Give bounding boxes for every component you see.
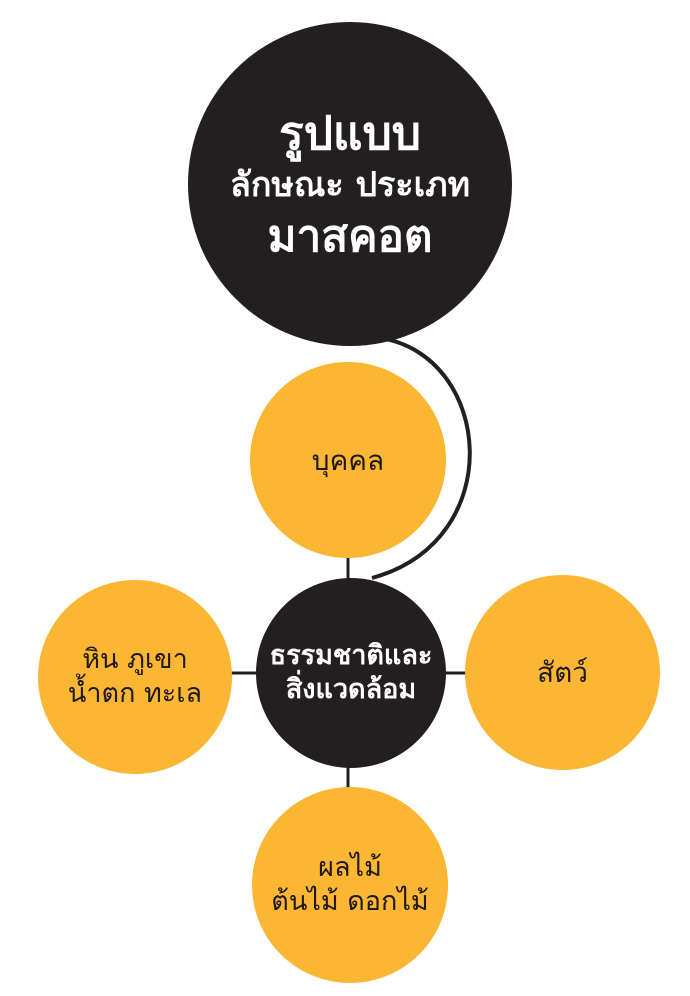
node-person: บุคคล [250, 362, 446, 558]
node-animal-label: สัตว์ [537, 656, 588, 689]
node-nature-line-2: น้ำตก ทะเล [67, 678, 203, 709]
node-mascot-types-line-3: มาสคอต [267, 210, 433, 262]
node-plant-line-2: ต้นไม้ ดอกไม้ [271, 886, 429, 917]
node-person-label: บุคคล [311, 443, 385, 477]
node-mascot-types: รูปแบบ ลักษณะ ประเภท มาสคอต [188, 22, 512, 346]
node-nature-landscape: หิน ภูเขา น้ำตก ทะเล [38, 580, 232, 774]
node-animal: สัตว์ [465, 575, 660, 770]
connector-top-to-center [371, 336, 472, 580]
node-nature-line-1: หิน ภูเขา [82, 644, 188, 676]
node-mascot-types-line-1: รูปแบบ [279, 105, 421, 160]
node-center-line-1: ธรรมชาติและ [269, 640, 433, 672]
node-nature-environment: ธรรมชาติและ สิ่งแวดล้อม [256, 578, 446, 768]
node-mascot-types-line-2: ลักษณะ ประเภท [229, 165, 471, 205]
node-center-line-2: สิ่งแวดล้อม [285, 674, 417, 705]
node-plants: ผลไม้ ต้นไม้ ดอกไม้ [252, 787, 448, 983]
node-plant-line-1: ผลไม้ [318, 852, 382, 884]
